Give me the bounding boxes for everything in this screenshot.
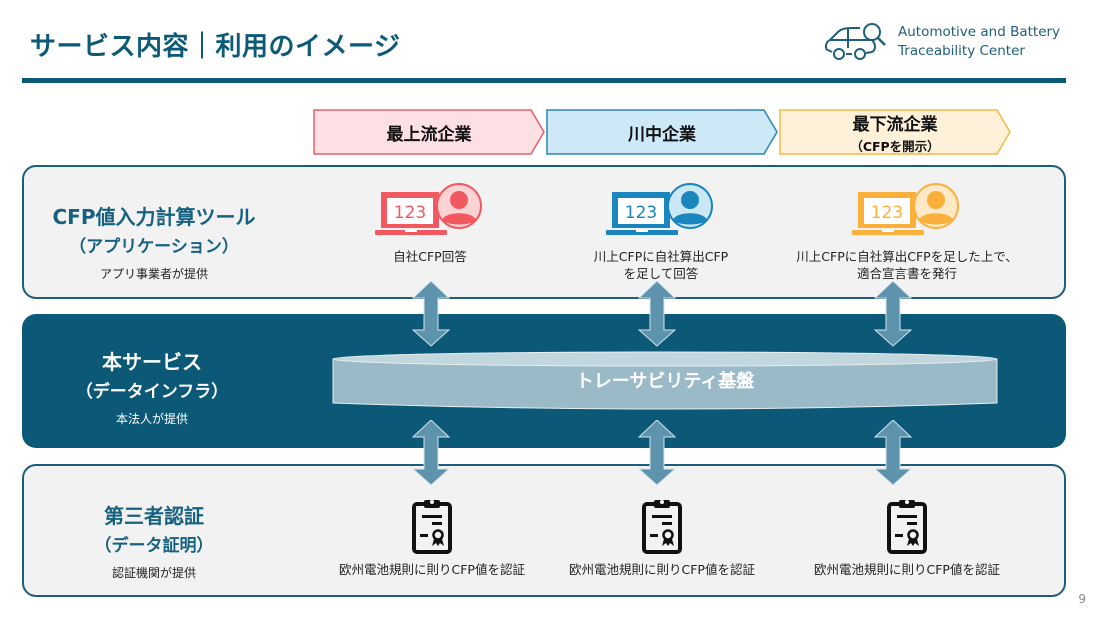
double-arrow-icon	[638, 420, 676, 486]
double-arrow-icon	[412, 281, 450, 347]
double-arrow-icon	[638, 281, 676, 347]
cert-item-midstream: 欧州電池規則に則りCFP値を認証	[527, 497, 797, 578]
laptop-user-icon: 123	[606, 183, 713, 235]
logo: Automotive and Battery Traceability Cent…	[822, 20, 1060, 64]
laptop-user-icon: 123	[852, 183, 959, 235]
double-arrow-icon	[412, 420, 450, 486]
app-item-text-line2: 適合宣言書を発行	[856, 266, 957, 281]
cert-item-text: 欧州電池規則に則りCFP値を認証	[339, 562, 525, 577]
app-item-downstream: 123 川上CFPに自社算出CFPを足した上で、 適合宣言書を発行	[772, 180, 1042, 282]
certificate-clipboard-icon	[412, 500, 452, 554]
platform-label: トレーサビリティ基盤	[575, 371, 755, 392]
cert-panel: 第三者認証 （データ証明） 認証機関が提供	[22, 464, 1066, 597]
chevron-shape	[779, 109, 1011, 155]
app-item-text-line1: 川上CFPに自社算出CFP	[593, 249, 729, 264]
traceability-platform: トレーサビリティ基盤	[332, 351, 998, 413]
app-item-text-line2: を足して回答	[623, 266, 699, 281]
chevron-shape	[546, 109, 778, 155]
stage-label: 最上流企業	[386, 124, 472, 145]
page-number: 9	[1078, 592, 1086, 606]
cert-subtitle: （データ証明）	[94, 536, 214, 556]
app-item-text: 自社CFP回答	[393, 249, 467, 264]
cert-title: 第三者認証	[104, 504, 204, 528]
service-subtitle: （データインフラ）	[75, 382, 229, 402]
car-magnifier-logo-icon	[824, 23, 886, 60]
certificate-clipboard-icon	[642, 500, 682, 554]
certificate-clipboard-icon	[887, 500, 927, 554]
logo-line-2: Traceability Center	[898, 43, 1025, 59]
laptop-user-icon: 123	[375, 183, 482, 235]
cert-item-downstream: 欧州電池規則に則りCFP値を認証	[772, 497, 1042, 578]
service-provider: 本法人が提供	[115, 412, 188, 426]
cert-item-text: 欧州電池規則に則りCFP値を認証	[814, 562, 1000, 577]
app-panel: CFP値入力計算ツール （アプリケーション） アプリ事業者が提供	[22, 165, 1066, 299]
page-title: サービス内容｜利用のイメージ	[30, 32, 401, 62]
stage-sublabel: （CFPを開示）	[850, 138, 940, 154]
header-rule	[22, 78, 1066, 83]
cert-row-label: 第三者認証 （データ証明） 認証機関が提供	[24, 500, 284, 581]
double-arrow-icon	[874, 281, 912, 347]
cert-item-text: 欧州電池規則に則りCFP値を認証	[569, 562, 755, 577]
app-item-upstream: 123 自社CFP回答	[295, 180, 565, 265]
stage-label: 最下流企業	[852, 114, 938, 135]
app-row-label: CFP値入力計算ツール （アプリケーション） アプリ事業者が提供	[24, 201, 284, 282]
logo-line-1: Automotive and Battery	[898, 24, 1061, 40]
platform-cylinder-shape	[332, 351, 998, 410]
stage-upstream: 最上流企業	[313, 109, 545, 155]
app-subtitle: （アプリケーション）	[69, 237, 239, 257]
app-provider: アプリ事業者が提供	[99, 267, 208, 281]
svg-text:123: 123	[625, 203, 657, 223]
double-arrow-icon	[874, 420, 912, 486]
stage-label: 川中企業	[628, 124, 696, 145]
svg-text:123: 123	[871, 203, 903, 223]
chevron-shape	[313, 109, 545, 155]
app-title: CFP値入力計算ツール	[52, 205, 256, 229]
svg-text:123: 123	[394, 203, 426, 223]
service-title: 本サービス	[102, 350, 202, 374]
cert-item-upstream: 欧州電池規則に則りCFP値を認証	[297, 497, 567, 578]
stage-midstream: 川中企業	[546, 109, 778, 155]
stage-downstream: 最下流企業 （CFPを開示）	[779, 109, 1011, 155]
cert-provider: 認証機関が提供	[111, 566, 196, 580]
app-item-text-line1: 川上CFPに自社算出CFPを足した上で、	[796, 249, 1018, 264]
service-row-label: 本サービス （データインフラ） 本法人が提供	[22, 346, 282, 427]
app-item-midstream: 123 川上CFPに自社算出CFP を足して回答	[526, 180, 796, 282]
